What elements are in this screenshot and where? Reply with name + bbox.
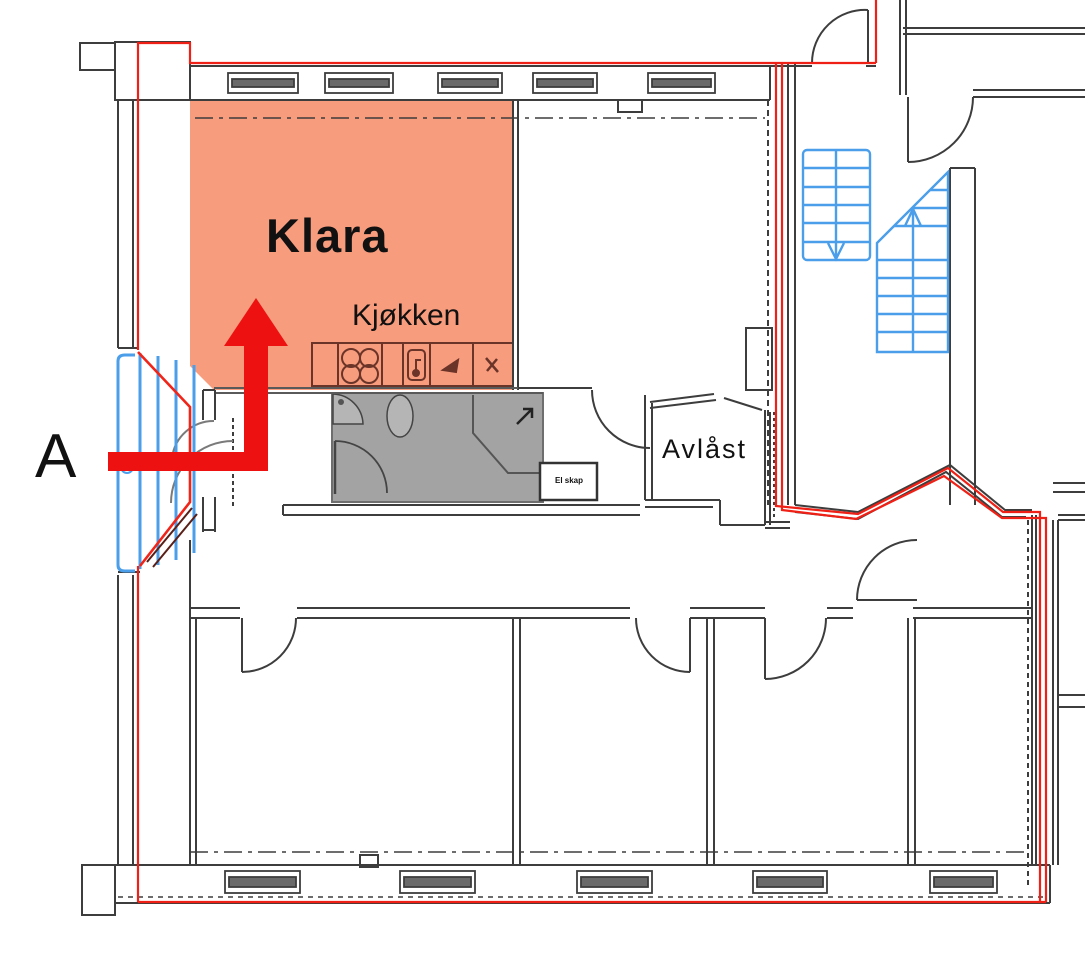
kitchen-counter bbox=[311, 342, 514, 387]
walls bbox=[79, 0, 1085, 916]
bathroom-area bbox=[331, 392, 544, 503]
stairs-down-flight bbox=[801, 148, 872, 262]
escape-route-lines bbox=[136, 0, 1048, 904]
fridge-symbol-icon bbox=[440, 357, 460, 374]
top-windows bbox=[227, 72, 716, 94]
stairs-up-flight bbox=[875, 169, 950, 354]
shower-area bbox=[472, 395, 543, 474]
stairs-down-arrow-icon bbox=[826, 150, 846, 262]
toilet-icon bbox=[386, 394, 414, 438]
stairwell-door-arc bbox=[907, 96, 974, 163]
bottom-windows bbox=[224, 870, 998, 894]
room-label-kitchen: Kjøkken bbox=[352, 299, 461, 332]
arrow-head bbox=[224, 298, 288, 346]
hall-door-arc bbox=[591, 389, 651, 449]
counter-x-icon bbox=[485, 357, 499, 373]
section-marker-label: A bbox=[35, 422, 77, 491]
avlast-room-walls bbox=[644, 393, 790, 529]
stairwell bbox=[801, 148, 950, 354]
kitchen-sink-icon bbox=[407, 349, 426, 381]
shower-symbol-icon bbox=[516, 407, 534, 425]
stove-burners-icon bbox=[341, 348, 379, 384]
top-door-arc bbox=[810, 8, 869, 64]
bathroom-door-arc bbox=[334, 440, 388, 494]
electrical-cabinet-label: El skap bbox=[554, 476, 583, 485]
klara-room-highlight bbox=[190, 100, 513, 390]
stairs-up-arrow-icon bbox=[903, 206, 923, 352]
corridor-door-arc bbox=[856, 539, 918, 601]
room-label-locked: Avlåst bbox=[662, 434, 748, 464]
windows bbox=[224, 72, 998, 894]
door-arcs-bottom-rooms bbox=[241, 617, 827, 680]
escape-route-arrow bbox=[108, 298, 288, 471]
electrical-cabinet bbox=[538, 461, 599, 502]
room-label-klara: Klara bbox=[266, 209, 389, 262]
